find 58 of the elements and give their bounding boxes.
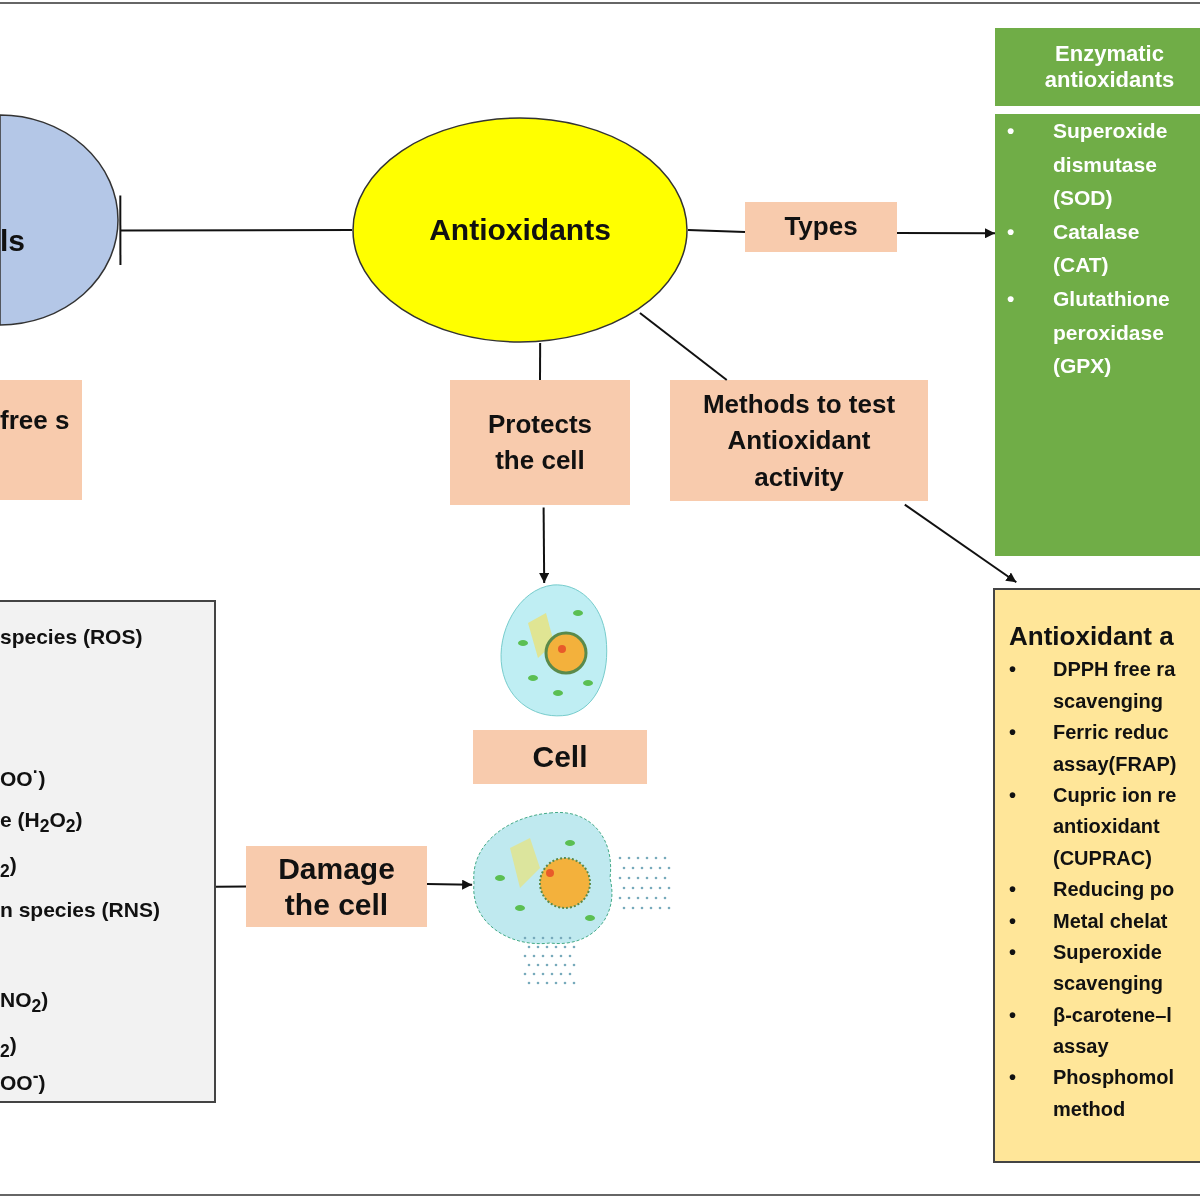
label-box (995, 114, 1200, 556)
bullet: • (1009, 909, 1016, 932)
label-box (450, 380, 630, 505)
connector-line (638, 311, 728, 381)
list-item: β-carotene–l assay (1053, 1002, 1173, 1060)
arrow (426, 879, 474, 890)
node-label: Methods to test Antioxidant activity (701, 387, 897, 494)
panel-heading: Antioxidant a (1008, 620, 1175, 653)
arrow (903, 503, 1018, 584)
bullet: • (1009, 658, 1016, 681)
label-box (745, 202, 897, 252)
list-item: e (H$_{2}$O$_{2}$) (0, 807, 83, 838)
bullet: • (1009, 878, 1016, 901)
list-item: Glutathione peroxidase (GPX) (1053, 285, 1171, 380)
list-item: Phosphomol method (1053, 1065, 1176, 1122)
bullet: • (1007, 219, 1015, 243)
connector-line (687, 229, 746, 233)
list-item: Catalase (CAT) (1053, 218, 1141, 279)
bullet: • (1009, 1066, 1016, 1089)
label-box (670, 380, 928, 501)
list-item: species (ROS) (0, 624, 143, 650)
arrow (539, 506, 550, 584)
bullet: • (1009, 721, 1016, 744)
bullet: • (1007, 119, 1015, 142)
list-item: OO$^{-}$) (0, 1066, 46, 1096)
label-box (473, 730, 647, 784)
list-item: $_{2}$) (0, 852, 17, 883)
connector-line (215, 885, 247, 888)
list-item: NO$_{2}$) (0, 987, 49, 1018)
list-item: OO$^{·}$) (0, 762, 46, 792)
list-panel (993, 588, 1200, 1163)
bullet: • (1009, 1003, 1016, 1026)
node-label: Types (784, 211, 858, 243)
inhibition-line (119, 194, 353, 267)
node-label: Damage the cell (277, 850, 396, 923)
node-label: Antioxidants (429, 212, 611, 248)
bullet: • (1009, 940, 1016, 963)
list-item: Cupric ion re antioxidant (CUPRAC) (1053, 782, 1178, 871)
label-box (0, 380, 82, 500)
list-item: DPPH free ra scavenging (1053, 657, 1177, 714)
list-item: Superoxide dismutase (SOD) (1053, 118, 1169, 212)
arrow (896, 228, 996, 239)
list-item: Ferric reduc assay(FRAP) (1053, 720, 1178, 777)
node-label: Enzymatic antioxidants (1043, 40, 1176, 94)
list-panel (0, 600, 216, 1103)
bullet: • (1007, 286, 1015, 310)
list-item: Metal chelat (1053, 908, 1168, 934)
bullet: • (1009, 783, 1016, 806)
label-text: ls (0, 223, 27, 259)
list-item: n species (RNS) (0, 897, 160, 923)
label-text: free s (0, 404, 71, 437)
node-label: Cell (532, 739, 588, 775)
label-box (995, 28, 1200, 106)
node-label: Protects the cell (486, 408, 593, 477)
list-item: $_{2}$) (0, 1032, 17, 1063)
connector-line (539, 342, 542, 381)
label-box (246, 846, 427, 927)
list-item: Reducing po (1053, 877, 1175, 903)
